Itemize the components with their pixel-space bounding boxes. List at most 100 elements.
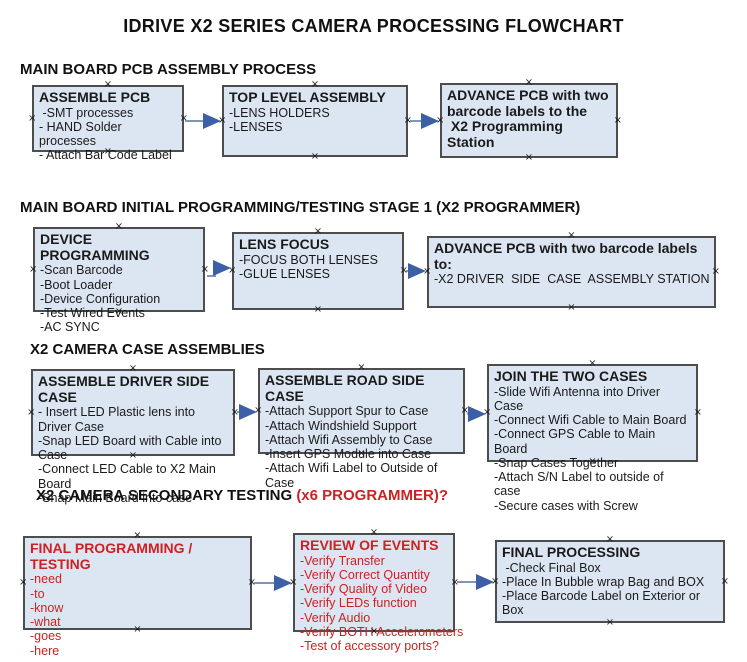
box-item: -Attach S/N Label to outside of case (494, 470, 668, 499)
box-item: -Slide Wifi Antenna into Driver Case (494, 384, 664, 413)
anchor-icon: × (228, 265, 237, 276)
box-item: -Connect GPS Cable to Main Board (494, 427, 659, 456)
box-item: -Place Barcode Label on Exterior or Box (502, 589, 704, 618)
box-item: -need (30, 572, 62, 587)
box-item: -Attach Wifi Assembly to Case (265, 432, 433, 447)
box-item: -Test of accessory ports? (300, 639, 439, 654)
box-item: -Snap Cases Together (494, 455, 619, 470)
anchor-icon: × (605, 617, 615, 628)
box-item: -Snap LED Board with Cable into Case (38, 433, 225, 463)
box-item: -FOCUS BOTH LENSES (239, 252, 378, 267)
anchor-icon: × (230, 406, 239, 418)
anchor-icon: × (711, 266, 720, 277)
section-heading-text: MAIN BOARD PCB ASSEMBLY PROCESS (20, 61, 317, 78)
anchor-icon: × (720, 575, 729, 587)
anchor-icon: × (114, 221, 124, 232)
box-item: -what (30, 615, 61, 630)
box-item: -Secure cases with Screw (494, 498, 638, 513)
box-title: JOIN THE TWO CASES (494, 368, 648, 384)
anchor-icon: × (460, 405, 469, 416)
anchor-icon: × (289, 576, 298, 588)
box-title: REVIEW OF EVENTS (300, 537, 439, 553)
anchor-icon: × (310, 151, 320, 162)
box-item: - Insert LED Plastic lens into Driver Ca… (38, 405, 199, 434)
section-heading-text: X2 CAMERA CASE ASSEMBLIES (30, 341, 265, 358)
box-item: -SMT processes (39, 105, 134, 120)
box-item: - HAND Solder processes (39, 119, 126, 149)
box-title: FINAL PROGRAMMING / TESTING (30, 540, 197, 572)
box-title: ADVANCE PCB with two barcode labels to t… (447, 87, 609, 151)
section-heading-text: MAIN BOARD INITIAL PROGRAMMING/TESTING S… (20, 199, 581, 216)
box-assemble-road-side-case: ×××× ASSEMBLE ROAD SIDE CASE -Attach Sup… (254, 363, 469, 490)
anchor-icon: × (27, 406, 36, 418)
box-final-programming-testing: ×××× FINAL PROGRAMMING / TESTING -need -… (19, 531, 256, 658)
box-item: -LENSES (229, 119, 283, 134)
box-title: ASSEMBLE DRIVER SIDE CASE (38, 373, 214, 405)
box-title: ASSEMBLE PCB (39, 89, 151, 105)
anchor-icon: × (693, 407, 702, 418)
box-item: -GLUE LENSES (239, 266, 331, 281)
box-title: ADVANCE PCB with two barcode labels to: (434, 240, 702, 272)
box-item: -Check Final Box (502, 560, 601, 575)
box-item: -Snap Main Board into case (38, 490, 193, 505)
box-item: -Verify Quality of Video (300, 582, 427, 597)
box-item: -X2 DRIVER SIDE CASE ASSEMBLY STATION (434, 272, 710, 287)
section-heading-red-text: (x6 PROGRAMMER)? (296, 487, 448, 504)
anchor-icon: × (247, 577, 256, 588)
box-item: -Attach Windshield Support (265, 418, 417, 433)
box-item: -Verify BOTH Accelerometers (300, 624, 464, 639)
box-item: -Insert GPS Module into Case (265, 447, 432, 462)
box-item: -Connect Wifi Cable to Main Board (494, 413, 687, 428)
box-advance-pcb-programming-station: ×××× ADVANCE PCB with two barcode labels… (436, 78, 622, 163)
box-title: FINAL PROCESSING (502, 544, 641, 560)
box-assemble-driver-side-case: ×××× ASSEMBLE DRIVER SIDE CASE - Insert … (27, 364, 239, 505)
box-item: -Scan Barcode (40, 263, 123, 278)
anchor-icon: × (491, 575, 500, 587)
anchor-icon: × (524, 152, 534, 163)
box-advance-pcb-driver-side-station: ×××× ADVANCE PCB with two barcode labels… (423, 231, 720, 313)
section-heading-text: X2 CAMERA SECONDARY TESTING (36, 487, 297, 504)
box-title: ASSEMBLE ROAD SIDE CASE (265, 372, 429, 404)
anchor-icon: × (613, 114, 622, 126)
box-item: -Attach Support Spur to Case (265, 404, 429, 419)
box-item: - Attach Bar Code Label (39, 148, 172, 163)
box-device-programming: ×××× DEVICE PROGRAMMING -Scan Barcode -B… (29, 222, 209, 335)
anchor-icon: × (254, 405, 263, 416)
anchor-icon: × (179, 112, 188, 124)
box-assemble-pcb: ×××× ASSEMBLE PCB -SMT processes - HAND … (28, 80, 188, 163)
anchor-icon: × (399, 265, 408, 276)
section-heading-secondary-testing: X2 CAMERA SECONDARY TESTING (x6 PROGRAMM… (36, 487, 448, 504)
anchor-icon: × (450, 576, 459, 588)
anchor-icon: × (218, 115, 227, 126)
box-item: -to (30, 586, 45, 601)
box-item: -Verify Audio (300, 610, 371, 625)
box-title: TOP LEVEL ASSEMBLY (229, 89, 386, 105)
anchor-icon: × (28, 112, 37, 124)
box-title: LENS FOCUS (239, 236, 330, 252)
box-item: -Test Wired Events (40, 306, 145, 321)
anchor-icon: × (313, 304, 323, 315)
box-item: -Verify Transfer (300, 553, 385, 568)
box-item: -AC SYNC (40, 320, 100, 335)
box-item: -Place In Bubble wrap Bag and BOX (502, 574, 705, 589)
box-lens-focus: ×××× LENS FOCUS -FOCUS BOTH LENSES -GLUE… (228, 227, 408, 315)
section-heading-initial-programming: MAIN BOARD INITIAL PROGRAMMING/TESTING S… (20, 199, 580, 216)
section-heading-pcb-assembly: MAIN BOARD PCB ASSEMBLY PROCESS (20, 61, 316, 78)
box-item: -LENS HOLDERS (229, 105, 330, 120)
anchor-icon: × (483, 407, 492, 418)
box-review-of-events: ×××× REVIEW OF EVENTS -Verify Transfer -… (289, 528, 463, 654)
box-item: -Connect LED Cable to X2 Main Board (38, 462, 220, 491)
box-item: -know (30, 600, 64, 615)
connector-arrow (207, 260, 231, 277)
box-item: -goes (30, 629, 62, 644)
anchor-icon: × (403, 115, 412, 126)
anchor-icon: × (567, 302, 576, 313)
box-title: DEVICE PROGRAMMING (40, 231, 150, 263)
box-item: -Verify LEDs function (300, 596, 417, 611)
box-item: -here (30, 643, 60, 658)
anchor-icon: × (423, 266, 432, 277)
box-item: -Verify Correct Quantity (300, 567, 430, 582)
anchor-icon: × (436, 114, 445, 126)
anchor-icon: × (200, 263, 209, 275)
